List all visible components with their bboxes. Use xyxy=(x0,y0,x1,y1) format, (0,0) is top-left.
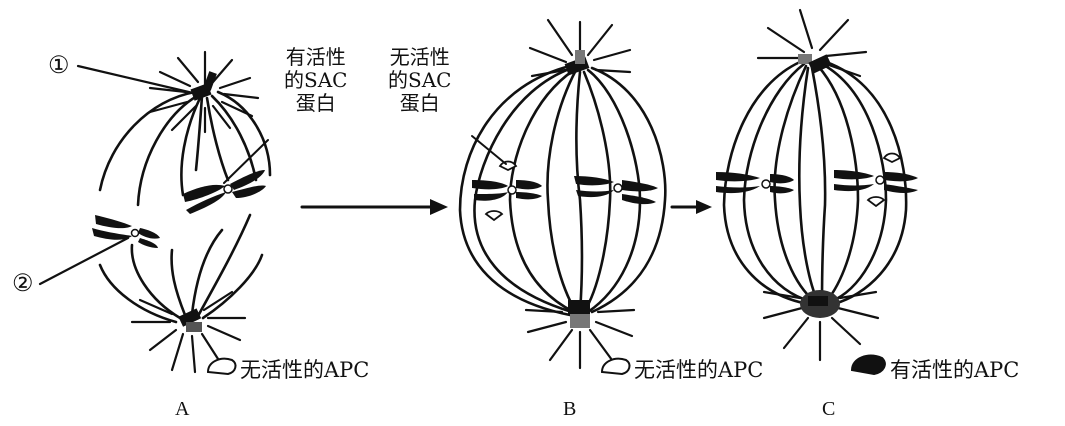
cell-b-chromosome-left xyxy=(472,180,542,201)
cell-c-lower-aster xyxy=(762,290,880,362)
active-sac-line-1: 有活性 xyxy=(285,45,346,69)
inactive-sac-line-2: 的SAC xyxy=(388,68,452,92)
cell-a-chromosome-attached xyxy=(183,170,266,214)
legend-active-apc: 有活性的APC xyxy=(890,358,1020,382)
cell-a-upper-centrosome xyxy=(190,71,217,101)
cell-c-apc-icon xyxy=(850,354,886,376)
active-sac-line-3: 蛋白 xyxy=(295,91,336,115)
arrow-b-to-c xyxy=(670,200,712,214)
active-sac-label: 有活性 的SAC 蛋白 xyxy=(284,46,347,115)
arrow-a-to-b xyxy=(300,199,448,215)
marker-two: ② xyxy=(12,269,34,297)
cell-a-sac-pointer xyxy=(223,139,269,184)
cell-a-lower-aster xyxy=(130,290,247,374)
panel-label-c: C xyxy=(822,398,836,420)
marker-one: ① xyxy=(48,51,70,79)
inactive-sac-label: 无活性 的SAC 蛋白 xyxy=(388,46,451,115)
cell-a-apc-icon xyxy=(206,357,237,376)
active-sac-line-2: 的SAC xyxy=(284,68,348,92)
cell-b-chromosome-right xyxy=(574,176,658,205)
cell-c-upper-centrosome xyxy=(798,54,832,74)
inactive-sac-line-3: 蛋白 xyxy=(399,91,440,115)
cell-a-upper-aster xyxy=(148,50,260,134)
cell-b-sac-protein-icons xyxy=(484,160,518,222)
cell-c-spindle xyxy=(722,60,908,306)
cell-a-lower-centrosome xyxy=(178,308,202,332)
cell-b-apc-icon xyxy=(600,357,631,376)
cell-b-lower-aster xyxy=(524,308,636,370)
legend-inactive-apc-b: 无活性的APC xyxy=(634,358,764,382)
cell-a-chromosome-free xyxy=(92,215,160,248)
cell-b-sac-pointer xyxy=(471,135,507,165)
panel-label-b: B xyxy=(563,398,577,420)
cell-a-upper-spindle xyxy=(98,90,272,207)
cell-c-chromosome-left xyxy=(716,172,794,194)
legend-inactive-apc-a: 无活性的APC xyxy=(240,358,370,382)
cell-c-lower-centrosome xyxy=(800,290,840,318)
cell-b-upper-centrosome xyxy=(564,50,590,76)
cell-c-chromosome-right xyxy=(834,170,918,193)
marker-two-pointer xyxy=(38,236,130,286)
inactive-sac-line-1: 无活性 xyxy=(389,45,450,69)
cell-a-lower-spindle xyxy=(98,213,264,324)
cell-c-upper-aster xyxy=(756,8,868,78)
cell-b-upper-aster xyxy=(528,18,632,78)
panel-label-a: A xyxy=(175,398,190,420)
marker-one-pointer xyxy=(76,64,195,95)
cell-b-lower-centrosome xyxy=(568,300,590,328)
cell-c-sac-protein-icons xyxy=(866,152,902,208)
